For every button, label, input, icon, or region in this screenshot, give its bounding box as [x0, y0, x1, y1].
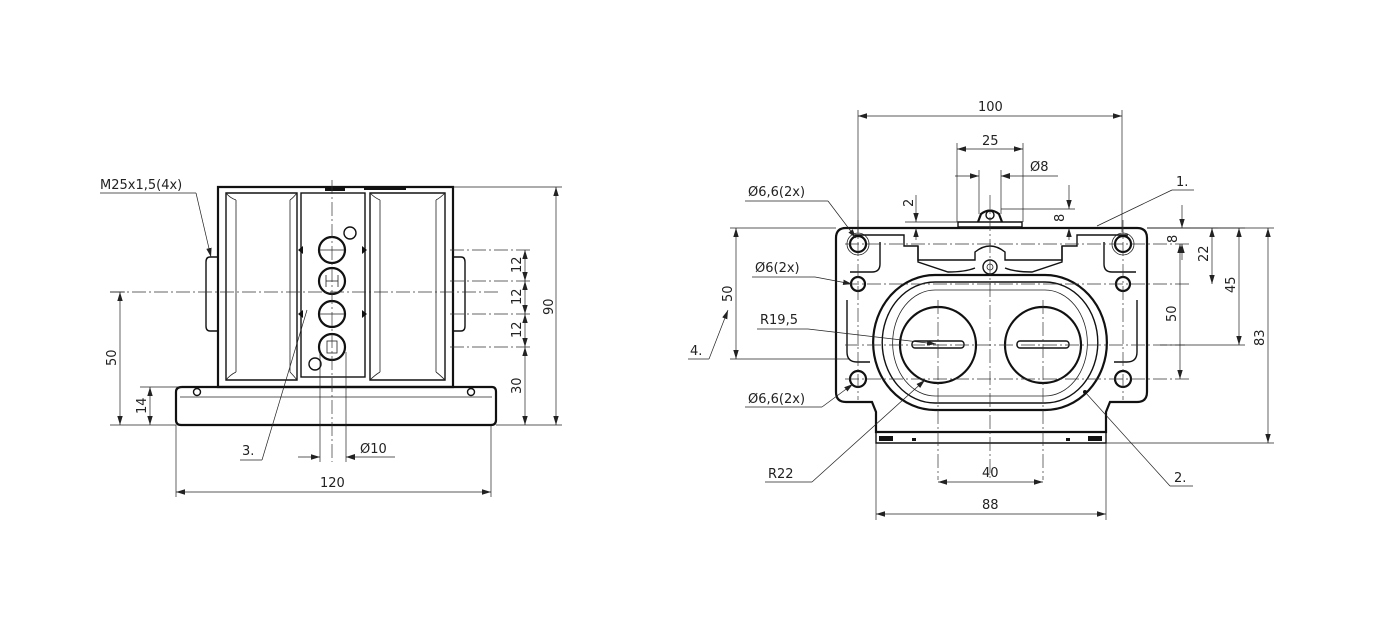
dim-45: 45	[1224, 276, 1239, 293]
callout-1: 1.	[1176, 175, 1188, 190]
dim-12-b: 12	[510, 288, 525, 305]
thread-label: M25x1,5(4x)	[100, 178, 182, 193]
left-side-view: 120 90 50 14 12 12 12 30 Ø10 M25x1,5(	[100, 178, 562, 497]
label-hole-bottom: Ø6,6(2x)	[748, 392, 805, 407]
callout-3: 3.	[242, 444, 254, 459]
dim-8-top: 8	[1053, 214, 1068, 222]
dim-8-right: 8	[1166, 235, 1181, 243]
center-plate	[300, 192, 366, 378]
dim-120: 120	[320, 476, 345, 491]
label-hole-top: Ø6,6(2x)	[748, 185, 805, 200]
dim-25: 25	[982, 134, 999, 149]
dim-90: 90	[542, 298, 557, 315]
cable-gland-left	[205, 256, 218, 332]
plunger-holes	[308, 226, 357, 371]
base-flange	[174, 385, 498, 427]
dim-22: 22	[1197, 245, 1212, 262]
callout-4: 4.	[690, 344, 702, 359]
dim-30: 30	[510, 377, 525, 394]
dim-100: 100	[978, 100, 1003, 115]
callout-2: 2.	[1174, 471, 1186, 486]
cable-gland-right	[453, 256, 466, 332]
dim-12-a: 12	[510, 256, 525, 273]
dim-dia8: Ø8	[1030, 160, 1049, 175]
dim-88: 88	[982, 498, 999, 513]
dim-2: 2	[902, 199, 917, 207]
dim-dia10: Ø10	[360, 442, 387, 457]
housing-body	[216, 185, 455, 389]
base-hole-right	[466, 387, 476, 397]
base-hole-left	[192, 387, 202, 397]
label-r195: R19,5	[760, 313, 798, 328]
label-hole-mid: Ø6(2x)	[755, 261, 800, 276]
dim-40: 40	[982, 466, 999, 481]
top-rail	[957, 221, 1023, 228]
oval-outer	[872, 273, 1108, 412]
dim-50-right: 50	[1165, 305, 1180, 322]
dim-14: 14	[135, 397, 150, 414]
right-top-view: 100 25 Ø8 2 8 8 22 4	[688, 100, 1274, 520]
dim-83: 83	[1253, 329, 1268, 346]
dim-12-c: 12	[510, 321, 525, 338]
dim-50-left: 50	[105, 349, 120, 366]
label-r22: R22	[768, 467, 794, 482]
dim-50-left-view: 50	[721, 285, 736, 302]
